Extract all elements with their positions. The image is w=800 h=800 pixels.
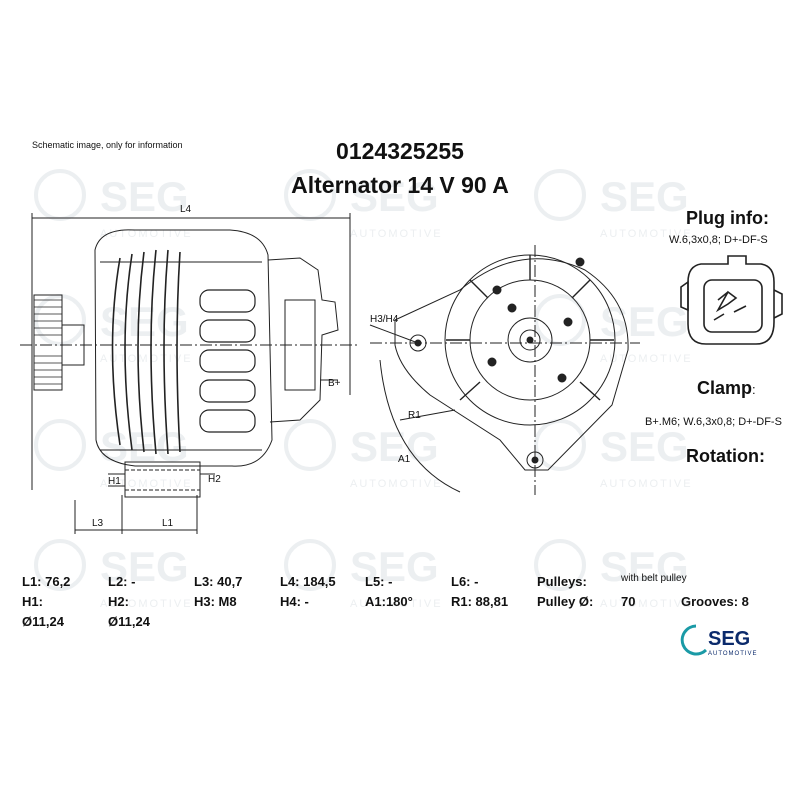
regulator bbox=[267, 257, 339, 423]
label-h1: H1 bbox=[108, 476, 121, 487]
label-h2: H2 bbox=[208, 474, 221, 485]
alternator-drawing: L4 L3 L1 H1 H2 B+ H3/H4 R1 A1 bbox=[20, 204, 640, 534]
dimension-arc-a1 bbox=[379, 359, 461, 493]
label-b-plus: B+ bbox=[328, 378, 341, 389]
housing bbox=[94, 229, 273, 467]
spec-h2-value: Ø11,24 bbox=[108, 614, 150, 629]
spec-l4: L4: 184,5 bbox=[280, 574, 336, 589]
watermark-automotive: AUTOMOTIVE bbox=[100, 598, 193, 610]
watermark-automotive: AUTOMOTIVE bbox=[100, 353, 193, 365]
watermark-automotive: AUTOMOTIVE bbox=[600, 353, 693, 365]
label-l1: L1 bbox=[162, 518, 174, 529]
clamp-heading-text: Clamp bbox=[697, 378, 753, 398]
plug-info-value: W.6,3x0,8; D+-DF-S bbox=[669, 234, 768, 246]
product-title: Alternator 14 V 90 A bbox=[291, 172, 509, 198]
spec-pulley-dia-label: Pulley Ø: bbox=[537, 594, 594, 609]
pulley bbox=[33, 294, 63, 391]
watermark-automotive: AUTOMOTIVE bbox=[350, 228, 443, 240]
plug-info-heading: Plug info: bbox=[686, 208, 769, 228]
watermark-automotive: AUTOMOTIVE bbox=[600, 228, 693, 240]
seg-logo: SEG AUTOMOTIVE bbox=[680, 624, 758, 657]
spec-grooves: Grooves: 8 bbox=[681, 594, 749, 609]
clamp-heading: Clamp: bbox=[697, 378, 756, 399]
spec-l1: L1: 76,2 bbox=[22, 574, 71, 589]
label-l4: L4 bbox=[180, 204, 192, 215]
clamp-heading-colon: : bbox=[752, 382, 756, 397]
watermark-automotive: AUTOMOTIVE bbox=[600, 598, 693, 610]
spec-r1: R1: 88,81 bbox=[451, 594, 509, 609]
disclaimer-text: Schematic image, only for information bbox=[32, 140, 183, 150]
spec-l3: L3: 40,7 bbox=[194, 574, 243, 589]
watermark-seg: SEG bbox=[350, 423, 439, 470]
rotation-heading: Rotation: bbox=[686, 446, 765, 466]
watermark-seg: SEG bbox=[100, 173, 189, 220]
label-a1: A1 bbox=[398, 454, 411, 465]
watermark-automotive: AUTOMOTIVE bbox=[100, 478, 193, 490]
watermark-seg: SEG bbox=[350, 543, 439, 590]
part-number: 0124325255 bbox=[336, 138, 464, 164]
label-h3h4: H3/H4 bbox=[370, 314, 399, 325]
mounting-foot bbox=[124, 461, 201, 498]
seg-logo-ring bbox=[680, 624, 708, 656]
watermark-automotive: AUTOMOTIVE bbox=[350, 478, 443, 490]
spec-h1-value: Ø11,24 bbox=[22, 614, 64, 629]
spec-h4: H4: - bbox=[280, 594, 309, 609]
seg-logo-sub: AUTOMOTIVE bbox=[708, 651, 758, 657]
spec-h2-label: H2: bbox=[108, 594, 129, 609]
end-view-housing bbox=[394, 258, 629, 471]
plug-icon bbox=[680, 255, 783, 345]
label-r1: R1 bbox=[408, 410, 421, 421]
clamp-value: B+.M6; W.6,3x0,8; D+-DF-S bbox=[645, 416, 782, 428]
spec-h3: H3: M8 bbox=[194, 594, 237, 609]
spec-pulleys-value: with belt pulley bbox=[621, 573, 687, 584]
watermark-automotive: AUTOMOTIVE bbox=[350, 598, 443, 610]
watermark-seg: SEG bbox=[100, 543, 189, 590]
watermark-seg: SEG bbox=[600, 423, 689, 470]
seg-logo-name: SEG bbox=[708, 628, 750, 650]
watermark-seg: SEG bbox=[600, 173, 689, 220]
watermark-automotive: AUTOMOTIVE bbox=[100, 228, 193, 240]
spec-l2: L2: - bbox=[108, 574, 136, 589]
spec-pulleys-label: Pulleys: bbox=[537, 574, 587, 589]
spec-l6: L6: - bbox=[451, 574, 479, 589]
watermark-seg: SEG bbox=[350, 173, 439, 220]
watermark-seg: SEG bbox=[600, 543, 689, 590]
label-l3: L3 bbox=[92, 518, 104, 529]
spec-pulley-dia-value: 70 bbox=[621, 594, 636, 609]
spec-h1-label: H1: bbox=[22, 594, 43, 609]
spec-l5: L5: - bbox=[365, 574, 393, 589]
watermark-automotive: AUTOMOTIVE bbox=[600, 478, 693, 490]
spec-a1: A1:180° bbox=[365, 594, 413, 609]
